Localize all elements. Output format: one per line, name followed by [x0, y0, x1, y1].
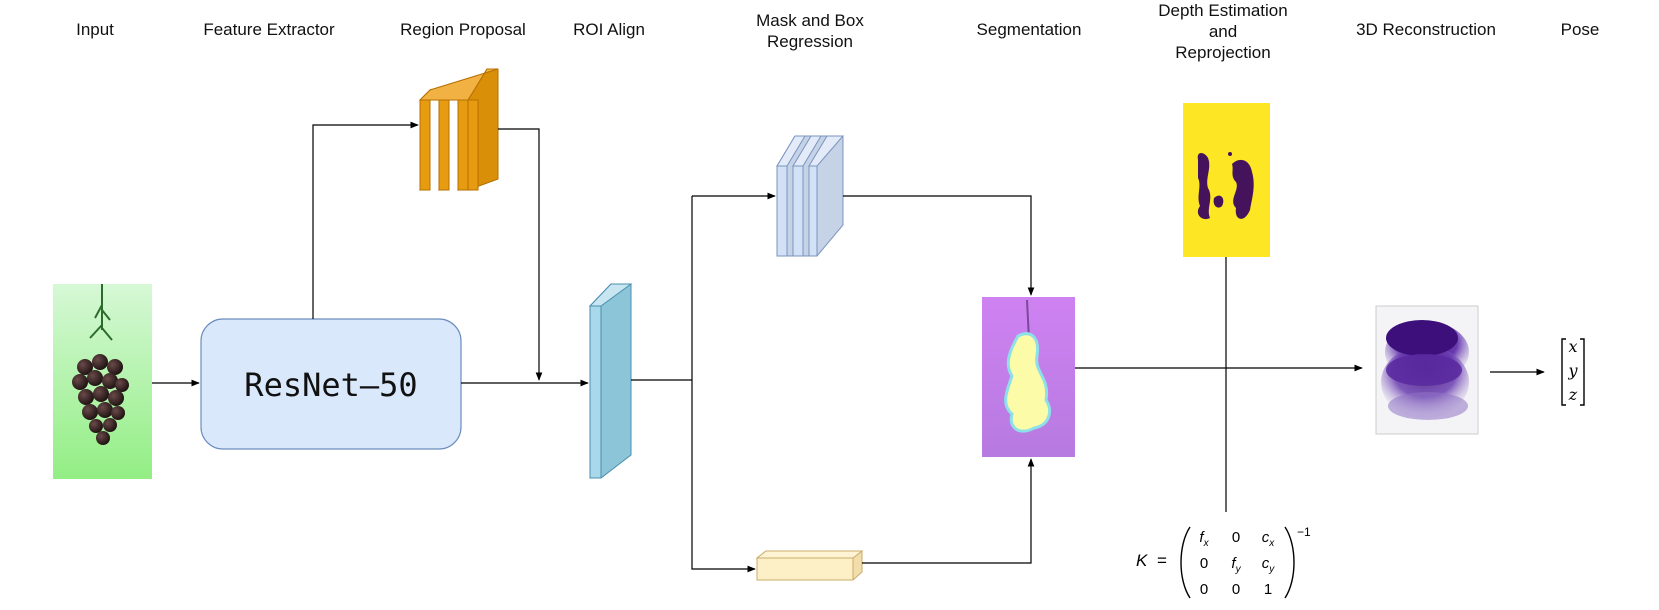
region-proposal-layer — [418, 68, 499, 191]
roi-align-slab — [588, 283, 633, 479]
intrinsics-equals: = — [1157, 551, 1167, 570]
intrinsics-matrix: fx 0 cx 0 fy cy 0 0 1 — [1199, 529, 1275, 598]
intrinsics-equation: K = fx 0 cx 0 fy cy 0 0 1 −1 — [1136, 525, 1311, 599]
matrix-cell-r1c0: 0 — [1200, 555, 1208, 572]
stage-header-row: Input Feature Extractor Region Proposal … — [0, 0, 1659, 62]
arrow-region-down — [498, 128, 543, 381]
arrow-box-to-segmentation — [862, 458, 1035, 564]
arrow-backbone-to-region — [312, 121, 419, 319]
mask-head-stack — [776, 135, 845, 257]
matrix-cell-r0c2: cx — [1262, 529, 1276, 549]
matrix-cell-r1c2: cy — [1262, 555, 1276, 575]
matrix-cell-r0c0: fx — [1199, 529, 1209, 549]
intrinsics-exponent: −1 — [1297, 525, 1311, 539]
stage-label-region-proposal: Region Proposal — [400, 20, 526, 39]
backbone-block: ResNet–50 — [200, 318, 462, 450]
stage-label-3d-reconstruction: 3D Reconstruction — [1356, 20, 1496, 39]
stage-label-input: Input — [76, 20, 114, 39]
matrix-cell-r2c0: 0 — [1200, 581, 1208, 598]
region-proposal-stack — [418, 68, 499, 192]
pose-x: x — [1568, 337, 1577, 356]
matrix-cell-r2c1: 0 — [1232, 581, 1240, 598]
region-proposal-layer — [438, 88, 450, 192]
stage-label-depth-estimation: Depth Estimation and Reprojection — [1158, 1, 1288, 62]
depth-image — [1183, 103, 1270, 257]
pose-y: y — [1567, 361, 1578, 380]
pose-vector: x y z — [1561, 337, 1585, 406]
backbone-label: ResNet–50 — [244, 366, 417, 404]
stage-label-pose: Pose — [1560, 20, 1600, 39]
stage-label-segmentation: Segmentation — [976, 20, 1082, 39]
matrix-cell-r1c1: fy — [1231, 555, 1241, 575]
mask-head-layer — [776, 135, 806, 257]
pose-z: z — [1568, 385, 1578, 404]
input-image — [53, 284, 152, 479]
box-head-bar — [755, 550, 864, 581]
region-proposal-layer — [457, 88, 469, 192]
arrow-mask-to-segmentation — [843, 195, 1035, 296]
arrow-to-box-head — [691, 380, 756, 573]
arrow-to-mask-head — [691, 196, 775, 380]
segmentation-image — [982, 297, 1075, 457]
matrix-cell-r2c2: 1 — [1264, 581, 1272, 598]
mask-head-layer — [792, 135, 822, 257]
region-proposal-layer — [419, 88, 431, 192]
stage-label-mask-box-regression: Mask and Box Regression — [756, 11, 864, 51]
connections — [152, 121, 1545, 573]
stage-label-roi-align: ROI Align — [573, 20, 645, 39]
matrix-cell-r0c1: 0 — [1232, 529, 1240, 546]
point-cloud-image — [1375, 305, 1479, 435]
stage-label-feature-extractor: Feature Extractor — [203, 20, 335, 39]
intrinsics-lhs: K — [1136, 551, 1148, 570]
mask-head-layer — [808, 135, 845, 257]
